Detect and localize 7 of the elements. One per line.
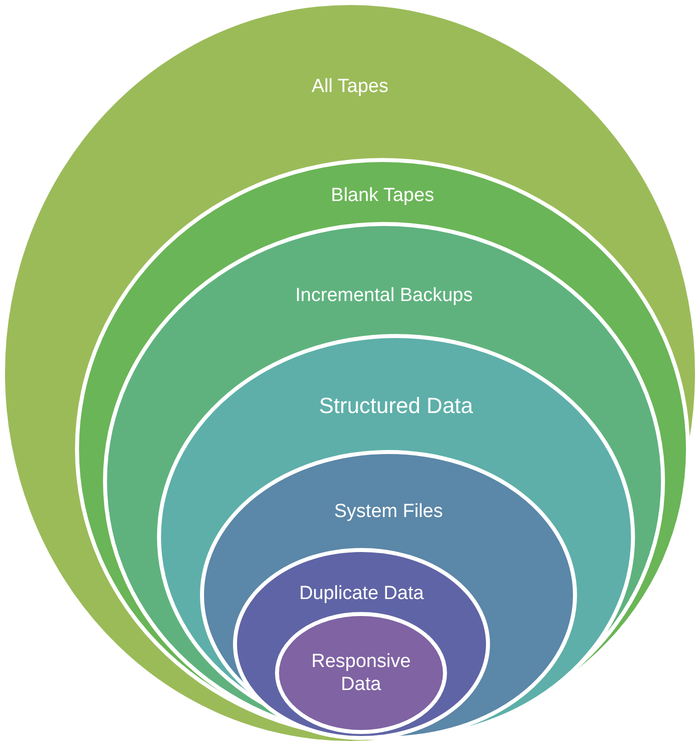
circle-label: Blank Tapes <box>330 184 436 207</box>
circle-label: Duplicate Data <box>298 582 425 605</box>
circle-label: Incremental Backups <box>294 284 474 307</box>
circle-label: All Tapes <box>310 75 390 98</box>
circle-label: System Files <box>333 500 444 523</box>
circle-label: Responsive Data <box>310 650 412 696</box>
circle-label: Structured Data <box>318 394 474 417</box>
